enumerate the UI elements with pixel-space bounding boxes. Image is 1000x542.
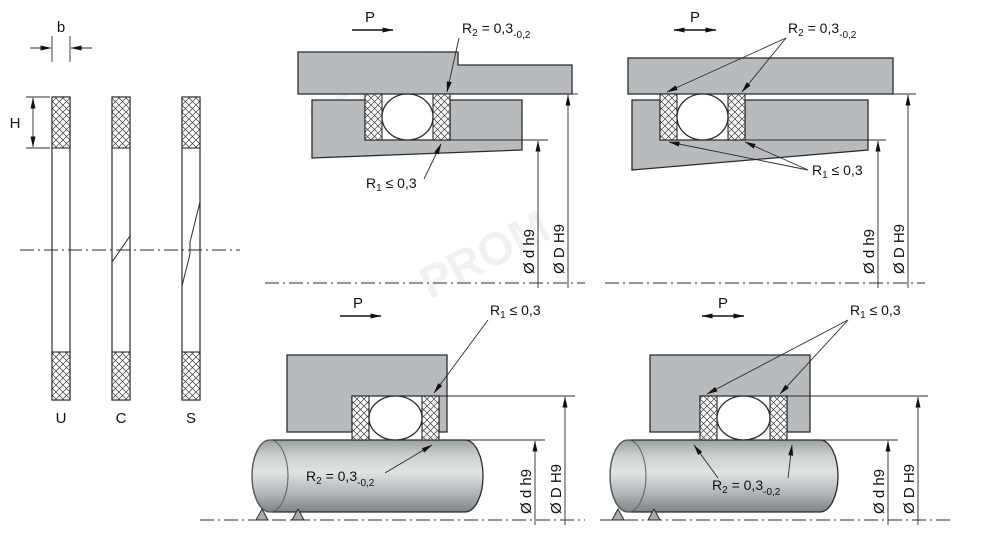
rod-cylinder (609, 439, 839, 513)
ring-section-bottom (111, 351, 131, 401)
diameter-d-label: Ø d h9 (861, 229, 878, 274)
ring-section-top (111, 96, 131, 149)
ring-section-bottom (51, 351, 71, 401)
backup-ring-right (769, 395, 788, 441)
leader-line-r1 (668, 141, 809, 171)
diameter-D-label: Ø D H9 (891, 224, 908, 274)
leader-line-r2 (666, 37, 787, 93)
leader-line-r1 (706, 319, 849, 395)
backup-ring-right (432, 93, 451, 141)
backup-ring-left (699, 395, 718, 441)
o-ring (381, 93, 434, 141)
diameter-D-label: Ø D H9 (548, 464, 565, 514)
leader-line-r1 (779, 319, 849, 395)
leader-line-r1 (423, 143, 442, 180)
ring-section-top (51, 96, 71, 149)
dimension-b: b (30, 19, 92, 62)
backup-ring-right (421, 395, 440, 441)
rod-end-face (251, 439, 289, 513)
diagram-rod-single-acting: Ø d h9 Ø D H9 P R1 ≤ 0,3 R2 = 0,3-0,2 (200, 295, 585, 525)
backup-ring-left (659, 93, 678, 141)
backup-ring-left (351, 395, 370, 441)
rod-cylinder (251, 439, 484, 513)
cylinder-bore-block (297, 51, 573, 95)
leader-line-r2 (787, 444, 794, 479)
diagram-rod-double-acting: Ø d h9 Ø D H9 P R1 ≤ 0,3 R2 = 0,3-0,2 (600, 295, 950, 525)
leader-line-r2 (741, 37, 787, 93)
angle-cut-line (111, 235, 131, 263)
o-ring (368, 395, 423, 441)
diameter-D-label: Ø D H9 (551, 224, 568, 274)
radius-r1-label: R1 ≤ 0,3 (850, 302, 901, 321)
leader-line-r2 (446, 37, 460, 93)
pressure-label: P (718, 295, 728, 312)
radius-r2-label: R2 = 0,3-0,2 (712, 477, 781, 498)
o-ring (676, 93, 729, 141)
o-ring (716, 395, 771, 441)
profile-c (111, 96, 131, 401)
pressure-label: P (690, 9, 700, 26)
diameter-d-label: Ø d h9 (521, 229, 538, 274)
rod-end-face (609, 439, 647, 513)
radius-r2-label: R2 = 0,3-0,2 (788, 20, 857, 41)
leader-line-r2 (693, 444, 719, 479)
ring-section-bottom (181, 351, 201, 401)
ring-section-top (181, 96, 201, 149)
diameter-d-label: Ø d h9 (518, 469, 535, 514)
dimension-b-label: b (57, 19, 65, 36)
diameter-D-label: Ø D H9 (901, 464, 918, 514)
radius-r1-label: R1 ≤ 0,3 (812, 162, 863, 181)
leader-line-r1 (433, 319, 489, 394)
diameter-d-label: Ø d h9 (871, 469, 888, 514)
backup-ring-right (727, 93, 746, 141)
radius-r1-label: R1 ≤ 0,3 (490, 302, 541, 321)
radius-r2-label: R2 = 0,3-0,2 (462, 20, 531, 41)
pressure-label: P (353, 295, 363, 312)
pressure-label: P (365, 9, 375, 26)
radius-r1-label: R1 ≤ 0,3 (366, 175, 417, 194)
step-cut-line (181, 201, 201, 287)
diagram-piston-single-acting: Ø d h9 Ø D H9 P R2 = 0,3-0,2 R1 ≤ 0,3 (265, 9, 585, 288)
dimension-h-label: H (10, 115, 21, 132)
ring-profile-views: b H U C S (10, 19, 240, 427)
leader-line-r2 (384, 444, 433, 474)
profile-label-c: C (116, 410, 127, 427)
radius-r2-label: R2 = 0,3-0,2 (306, 468, 375, 489)
diagram-piston-double-acting: Ø d h9 Ø D H9 P R2 = 0,3-0,2 R1 ≤ 0,3 (605, 9, 925, 288)
profile-s (181, 96, 201, 401)
profile-label-u: U (56, 410, 67, 427)
dimension-h: H (10, 96, 50, 149)
cylinder-bore-block (627, 57, 894, 95)
backup-ring-left (364, 93, 383, 141)
leader-line-r1 (744, 141, 809, 171)
profile-u (51, 96, 71, 401)
profile-label-s: S (186, 410, 196, 427)
